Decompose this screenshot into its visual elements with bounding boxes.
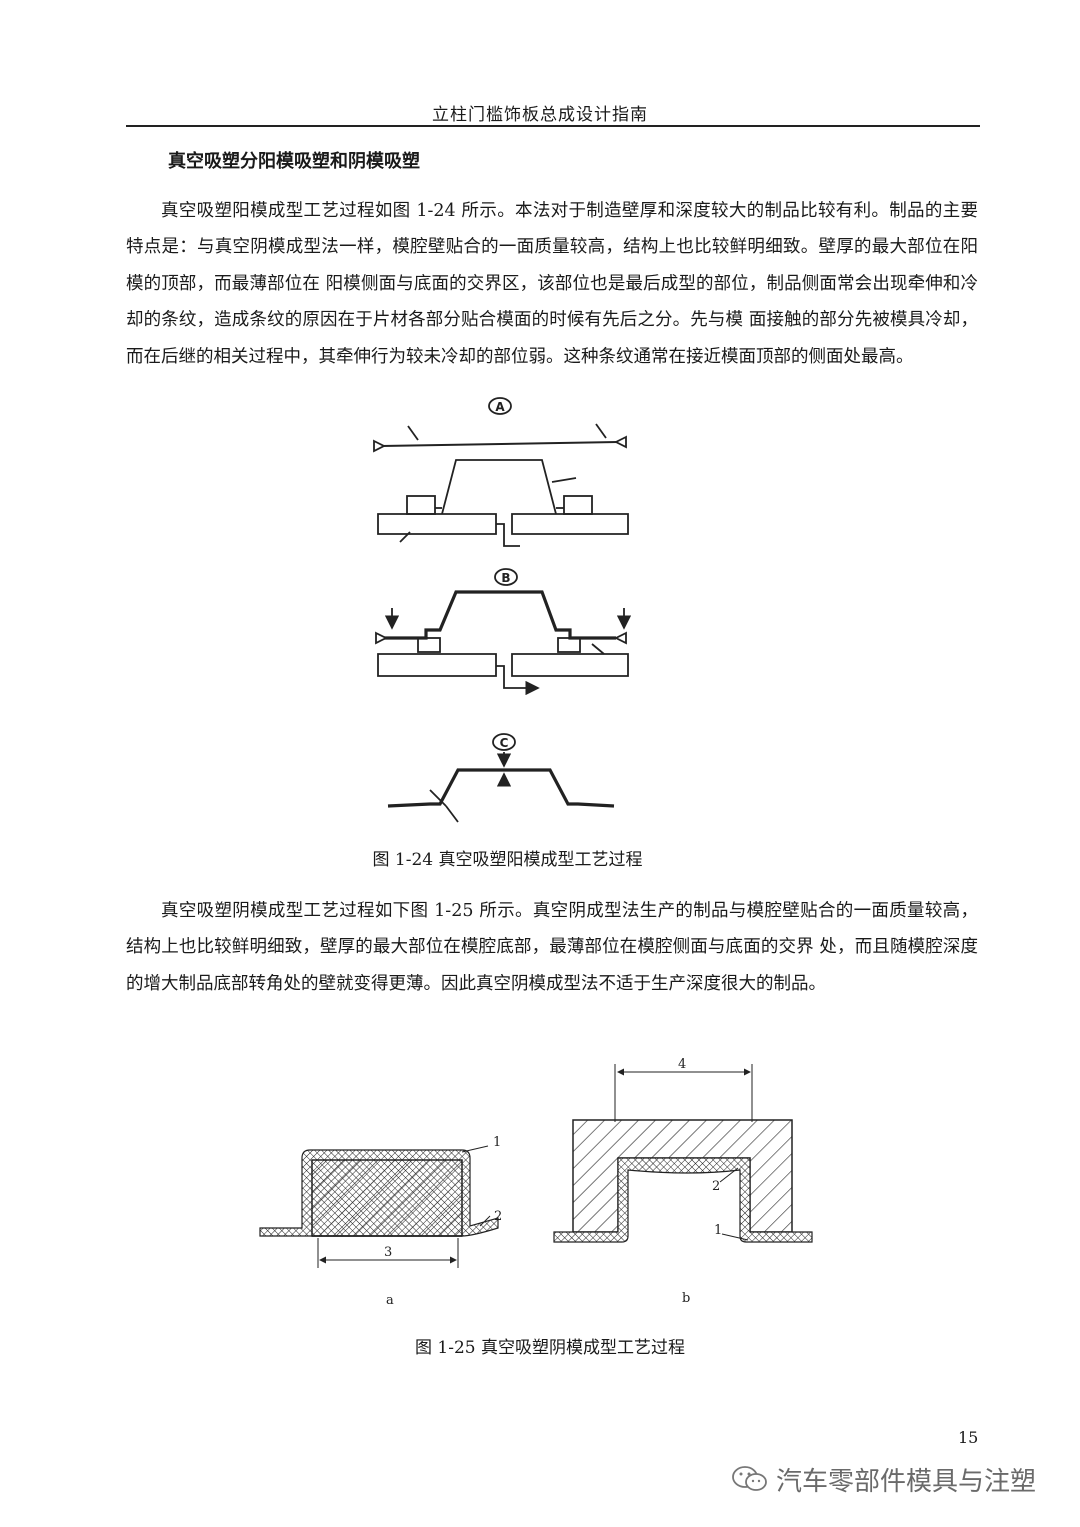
page-number: 15: [958, 1428, 979, 1447]
header-title: 立柱门槛饰板总成设计指南: [432, 105, 648, 125]
svg-text:A: A: [495, 400, 505, 414]
label-b: b: [682, 1291, 690, 1306]
label-a: a: [386, 1293, 394, 1308]
label-a-3: 3: [384, 1245, 392, 1260]
watermark: 汽车零部件模具与注塑: [730, 1462, 1037, 1497]
figure-1-25-diagram: 1 2 3 a 4 2 1 b: [259, 1057, 813, 1308]
paragraph-positive-mold: 真空吸塑阳模成型工艺过程如图 1-24 所示。本法对于制造壁厚和深度较大的制品比…: [126, 200, 978, 367]
label-b-1: 1: [714, 1223, 722, 1238]
label-a-1: 1: [493, 1135, 501, 1150]
label-b-4: 4: [678, 1057, 686, 1072]
figure-1-24-diagram: A B: [373, 397, 632, 823]
figure-1-24-caption: 图 1-24 真空吸塑阳模成型工艺过程: [372, 850, 643, 870]
stage-c-part: [387, 752, 615, 823]
wechat-icon: [732, 1466, 767, 1491]
figure-1-25-caption: 图 1-25 真空吸塑阴模成型工艺过程: [415, 1338, 685, 1358]
paragraph-negative-mold: 真空吸塑阴模成型工艺过程如下图 1-25 所示。真空阴成型法生产的制品与模腔壁贴…: [126, 900, 978, 994]
label-b-2: 2: [712, 1179, 720, 1194]
label-a-2: 2: [494, 1209, 502, 1224]
stage-b-mold: [375, 590, 632, 696]
watermark-text: 汽车零部件模具与注塑: [776, 1466, 1037, 1497]
stage-c-label: C: [492, 733, 516, 751]
svg-text:B: B: [501, 571, 510, 585]
stage-a-sheet: [373, 423, 627, 453]
figure-a-male-mold: 1 2 3 a: [259, 1135, 502, 1308]
stage-b-label: B: [494, 568, 518, 586]
stage-a-label: A: [488, 397, 512, 415]
stage-a-mold: [377, 459, 629, 547]
figure-b-female-mold: 4 2 1 b: [553, 1057, 813, 1306]
svg-text:C: C: [500, 736, 509, 750]
section-heading: 真空吸塑分阳模吸塑和阴模吸塑: [168, 151, 420, 172]
header-rule: [126, 125, 980, 127]
